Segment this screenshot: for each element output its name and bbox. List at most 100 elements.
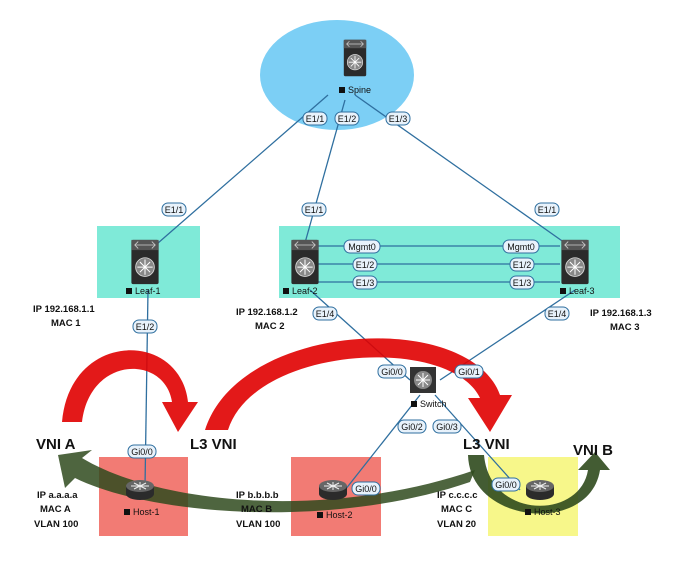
label-l3vni-left: L3 VNI [190, 436, 237, 453]
node-label-leaf2: Leaf-2 [283, 286, 318, 296]
port-switch-gi02: Gi0/2 [397, 419, 427, 434]
port-leaf3-e11: E1/1 [534, 202, 560, 217]
svg-text:Leaf-1: Leaf-1 [135, 286, 161, 296]
svg-text:E1/1: E1/1 [165, 205, 184, 215]
svg-text:Gi0/3: Gi0/3 [436, 422, 458, 432]
host2-info: IP b.b.b.b MAC B VLAN 100 [236, 490, 280, 530]
host1-info: IP a.a.a.a MAC A VLAN 100 [34, 490, 78, 530]
svg-text:Gi0/0: Gi0/0 [131, 447, 153, 457]
svg-text:IP 192.168.1.3: IP 192.168.1.3 [590, 308, 652, 319]
svg-text:Gi0/1: Gi0/1 [458, 367, 480, 377]
svg-text:IP c.c.c.c: IP c.c.c.c [437, 490, 478, 501]
leaf2-icon[interactable] [290, 239, 320, 285]
svg-text:E1/4: E1/4 [548, 309, 567, 319]
svg-text:Mgmt0: Mgmt0 [507, 242, 535, 252]
port-switch-gi03: Gi0/3 [432, 419, 462, 434]
svg-text:Gi0/0: Gi0/0 [355, 484, 377, 494]
port-switch-gi00: Gi0/0 [377, 364, 407, 379]
svg-text:E1/1: E1/1 [538, 205, 557, 215]
port-leaf2-e14: E1/4 [312, 306, 338, 321]
svg-text:IP 192.168.1.1: IP 192.168.1.1 [33, 304, 95, 315]
port-leaf2-mgmt0: Mgmt0 [343, 239, 381, 254]
port-leaf2-e13: E1/3 [352, 275, 378, 290]
leaf3-icon[interactable] [560, 239, 590, 285]
port-leaf2-e11: E1/1 [301, 202, 327, 217]
svg-text:Host-2: Host-2 [326, 510, 353, 520]
host1-router-icon[interactable] [125, 479, 155, 501]
link-spine-leaf2 [302, 99, 346, 251]
svg-text:E1/1: E1/1 [305, 205, 324, 215]
svg-text:MAC 3: MAC 3 [610, 322, 640, 333]
leaf1-icon[interactable] [130, 239, 160, 285]
node-label-switch: Switch [411, 399, 447, 409]
svg-text:Gi0/0: Gi0/0 [495, 480, 517, 490]
node-label-host1: Host-1 [124, 507, 160, 517]
arrow-vni-a-red [62, 350, 198, 432]
svg-text:MAC 1: MAC 1 [51, 318, 81, 329]
svg-text:Switch: Switch [420, 399, 447, 409]
svg-text:E1/1: E1/1 [306, 114, 325, 124]
host3-info: IP c.c.c.c MAC C VLAN 20 [437, 490, 478, 530]
arrow-vni-b-green [468, 452, 610, 514]
svg-text:Spine: Spine [348, 85, 371, 95]
svg-text:E1/2: E1/2 [338, 114, 357, 124]
port-leaf3-e14: E1/4 [544, 306, 570, 321]
port-leaf1-e12: E1/2 [132, 319, 158, 334]
svg-text:VLAN 100: VLAN 100 [34, 519, 78, 530]
port-leaf3-e12: E1/2 [509, 257, 535, 272]
spine-bg [260, 20, 414, 130]
svg-text:IP b.b.b.b: IP b.b.b.b [236, 490, 279, 501]
svg-text:E1/4: E1/4 [316, 309, 335, 319]
svg-text:E1/3: E1/3 [389, 114, 408, 124]
arrow-vni-a-green [58, 450, 475, 513]
port-host1-gi00: Gi0/0 [127, 444, 157, 459]
svg-text:MAC B: MAC B [241, 504, 272, 515]
svg-text:VLAN 20: VLAN 20 [437, 519, 476, 530]
leaf3-info: IP 192.168.1.3 MAC 3 [590, 308, 652, 333]
link-switch-host3 [434, 394, 521, 491]
port-leaf2-e12: E1/2 [352, 257, 378, 272]
svg-text:E1/2: E1/2 [356, 260, 375, 270]
svg-text:Host-3: Host-3 [534, 507, 561, 517]
port-spine-e12: E1/2 [334, 111, 360, 126]
port-switch-gi01: Gi0/1 [454, 364, 484, 379]
port-leaf1-e11: E1/1 [161, 202, 187, 217]
switch-icon[interactable] [409, 366, 437, 394]
port-leaf3-e13: E1/3 [509, 275, 535, 290]
svg-text:Host-1: Host-1 [133, 507, 160, 517]
svg-text:E1/2: E1/2 [136, 322, 155, 332]
arrow-l3vni-red [205, 338, 512, 432]
host2-router-icon[interactable] [318, 479, 348, 501]
node-label-host3: Host-3 [525, 507, 561, 517]
svg-text:Leaf-2: Leaf-2 [292, 286, 318, 296]
node-label-leaf1: Leaf-1 [126, 286, 161, 296]
svg-text:E1/3: E1/3 [356, 278, 375, 288]
label-vni-a: VNI A [36, 436, 76, 453]
port-leaf3-mgmt0: Mgmt0 [502, 239, 540, 254]
svg-text:MAC A: MAC A [40, 504, 71, 515]
port-host3-gi00: Gi0/0 [491, 477, 521, 492]
leaf1-info: IP 192.168.1.1 MAC 1 [33, 304, 95, 329]
leaf2-info: IP 192.168.1.2 MAC 2 [236, 307, 298, 332]
port-spine-e13: E1/3 [385, 111, 411, 126]
svg-text:MAC C: MAC C [441, 504, 472, 515]
spine-icon[interactable] [343, 39, 367, 77]
svg-text:VLAN 100: VLAN 100 [236, 519, 280, 530]
link-switch-host2 [344, 394, 421, 491]
svg-text:Mgmt0: Mgmt0 [348, 242, 376, 252]
svg-text:Gi0/2: Gi0/2 [401, 422, 423, 432]
port-host2-gi00: Gi0/0 [351, 481, 381, 496]
svg-text:E1/3: E1/3 [513, 278, 532, 288]
svg-text:E1/2: E1/2 [513, 260, 532, 270]
svg-text:Leaf-3: Leaf-3 [569, 286, 595, 296]
node-label-host2: Host-2 [317, 510, 353, 520]
host3-router-icon[interactable] [525, 479, 555, 501]
svg-text:MAC 2: MAC 2 [255, 321, 285, 332]
svg-text:Gi0/0: Gi0/0 [381, 367, 403, 377]
port-spine-e11: E1/1 [302, 111, 328, 126]
svg-text:IP 192.168.1.2: IP 192.168.1.2 [236, 307, 298, 318]
label-l3vni-right: L3 VNI [463, 436, 510, 453]
link-spine-leaf1 [149, 94, 329, 251]
node-label-spine: Spine [339, 85, 371, 95]
